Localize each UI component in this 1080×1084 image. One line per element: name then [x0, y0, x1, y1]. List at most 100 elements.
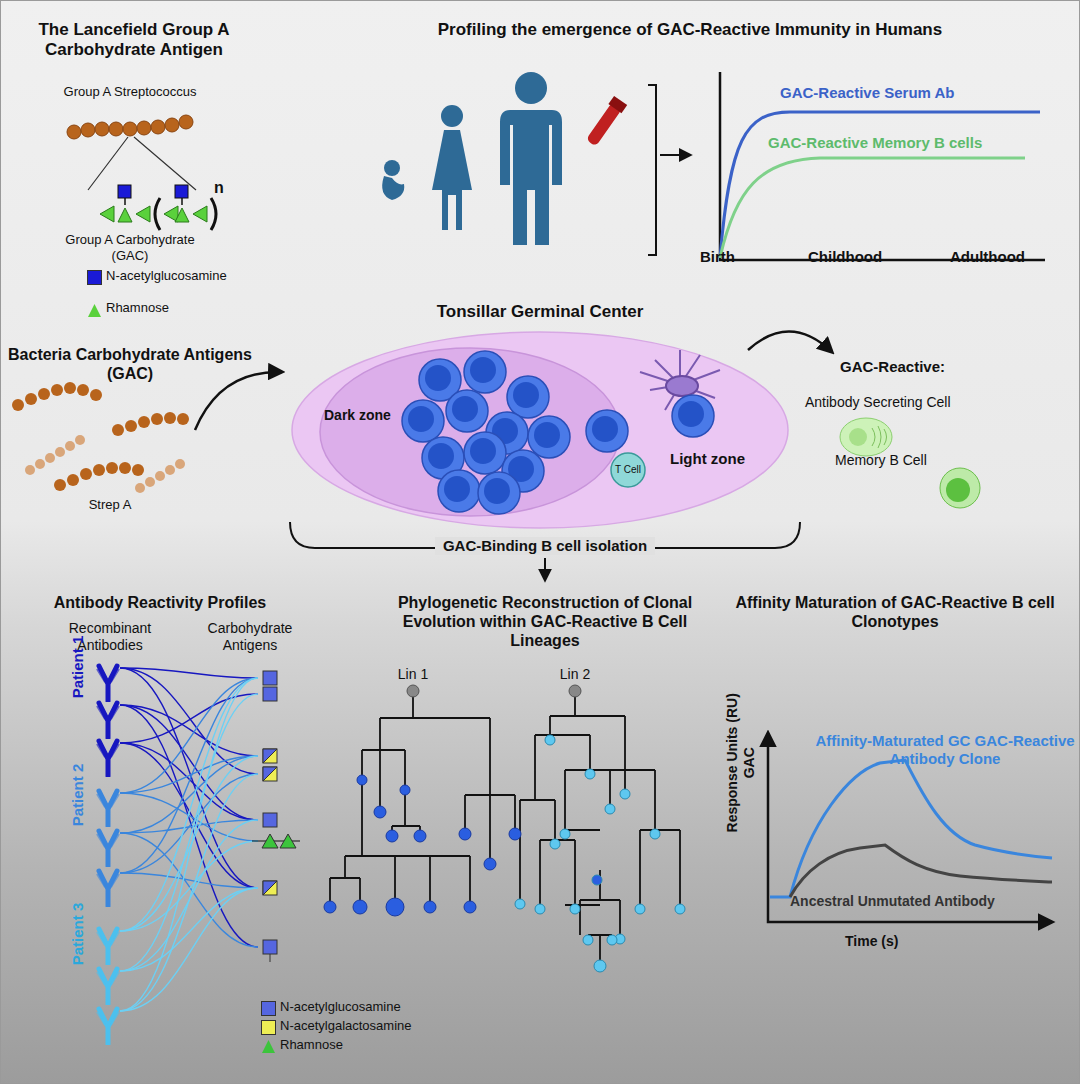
graphic-part — [262, 834, 278, 848]
graphic-part — [330, 696, 515, 902]
t-cell: T Cell — [610, 452, 646, 488]
graphic-part — [569, 685, 581, 697]
graphic-part — [666, 376, 698, 396]
text-label: Childhood — [808, 248, 918, 266]
graphic-part — [384, 160, 400, 176]
graphic-part — [550, 839, 560, 849]
graphic-part — [374, 806, 386, 818]
graphic-part — [605, 804, 615, 814]
text-label: Strep A — [70, 497, 150, 513]
graphic-part — [615, 934, 625, 944]
graphic-part — [515, 899, 525, 909]
graphic-part — [270, 954, 271, 962]
zoom-lines — [88, 137, 196, 190]
graphic-part — [97, 791, 119, 826]
text-label: Affinity Maturation of GAC-Reactive B ce… — [730, 593, 1060, 631]
rotated-label: Patient 2 — [69, 735, 87, 855]
graphic-part — [438, 470, 480, 512]
graphic-part — [155, 198, 216, 230]
graphic-part — [120, 756, 258, 793]
graphic-part — [486, 412, 528, 454]
graphic-part — [507, 376, 549, 418]
graphic-part — [100, 206, 207, 222]
graphic-part — [97, 741, 119, 776]
legend-text: N-acetylgalactosamine — [280, 1018, 412, 1034]
graphic-part — [446, 390, 488, 432]
dark-zone-cells — [402, 351, 570, 514]
graphic-part — [520, 696, 680, 962]
graphic-part — [650, 829, 660, 839]
graphic-part — [97, 666, 119, 701]
text-label: n — [214, 178, 228, 197]
text-label: Birth — [700, 248, 760, 266]
rotated-label: Patient 1 — [69, 607, 87, 727]
graphic-part — [132, 464, 144, 476]
graphic-part — [263, 687, 277, 701]
graphic-part — [459, 828, 471, 840]
text-label: Group A Streptococcus — [55, 84, 205, 100]
arrow — [660, 154, 690, 156]
text-label: Ancestral Unmutated Antibody — [790, 893, 1050, 910]
node-text: Light zone — [670, 450, 760, 468]
graphic-part — [252, 841, 300, 842]
strep-a-chains — [12, 382, 189, 493]
graphic-part — [38, 388, 50, 400]
graphic-part — [177, 413, 189, 425]
graphic-part — [12, 382, 189, 491]
text-label: Carbohydrate Antigens — [195, 620, 305, 654]
serum-curve — [720, 112, 1040, 258]
graphic-part — [93, 464, 105, 476]
graphic-part — [12, 399, 24, 411]
text-label: Memory B Cell — [835, 452, 1005, 469]
graphic-part — [120, 678, 258, 931]
text-label: Group A Carbohydrate (GAC) — [50, 232, 210, 263]
graphic-part — [120, 668, 258, 774]
antigen-symbols — [252, 671, 300, 962]
graphic-part — [946, 478, 970, 502]
graphic-part — [500, 110, 562, 245]
graphic-part — [608, 96, 627, 113]
graphic-part — [441, 105, 463, 127]
graphic-part — [120, 888, 258, 971]
graphic-part — [502, 450, 544, 492]
legend-swatch — [88, 271, 101, 284]
graphic-part — [137, 121, 151, 135]
graphic-part — [611, 453, 645, 487]
graphic-part — [386, 898, 404, 916]
graphic-part — [136, 206, 150, 222]
graphic-part — [179, 115, 193, 129]
graphic-part — [120, 820, 258, 971]
graphic-part — [135, 483, 145, 493]
graphic-part — [263, 749, 277, 763]
graphic-part — [872, 426, 887, 448]
reactivity-lines — [120, 668, 258, 1011]
graphic-part — [515, 72, 547, 104]
graphic-part — [402, 400, 444, 442]
ancestral-curve — [790, 845, 1052, 897]
graphic-part — [357, 775, 367, 785]
graphic-part — [145, 477, 155, 487]
graphic-part — [586, 102, 622, 147]
graphic-part — [175, 208, 189, 222]
graphic-part — [165, 118, 179, 132]
graphic-part — [151, 120, 165, 134]
graphic-part — [81, 123, 95, 137]
graphic-part — [675, 904, 685, 914]
text-label: Lin 2 — [545, 666, 605, 683]
graphic-part — [55, 447, 65, 457]
rotated-label: Response Units (RU) GAC — [723, 680, 757, 845]
graphic-part — [120, 774, 258, 1011]
graphic-part — [175, 185, 188, 198]
graphic-part — [849, 428, 867, 446]
node-outline — [318, 345, 623, 520]
graphic-part — [545, 735, 555, 745]
graphic-part — [120, 668, 258, 678]
dendritic-cell — [640, 350, 720, 410]
graphic-part — [120, 888, 258, 1011]
graphic-part — [97, 1009, 119, 1044]
graphic-part — [75, 435, 85, 445]
graphic-part — [120, 841, 258, 931]
graphic-part — [25, 465, 35, 475]
graphic-part — [940, 468, 980, 508]
graphic-part — [120, 705, 258, 756]
